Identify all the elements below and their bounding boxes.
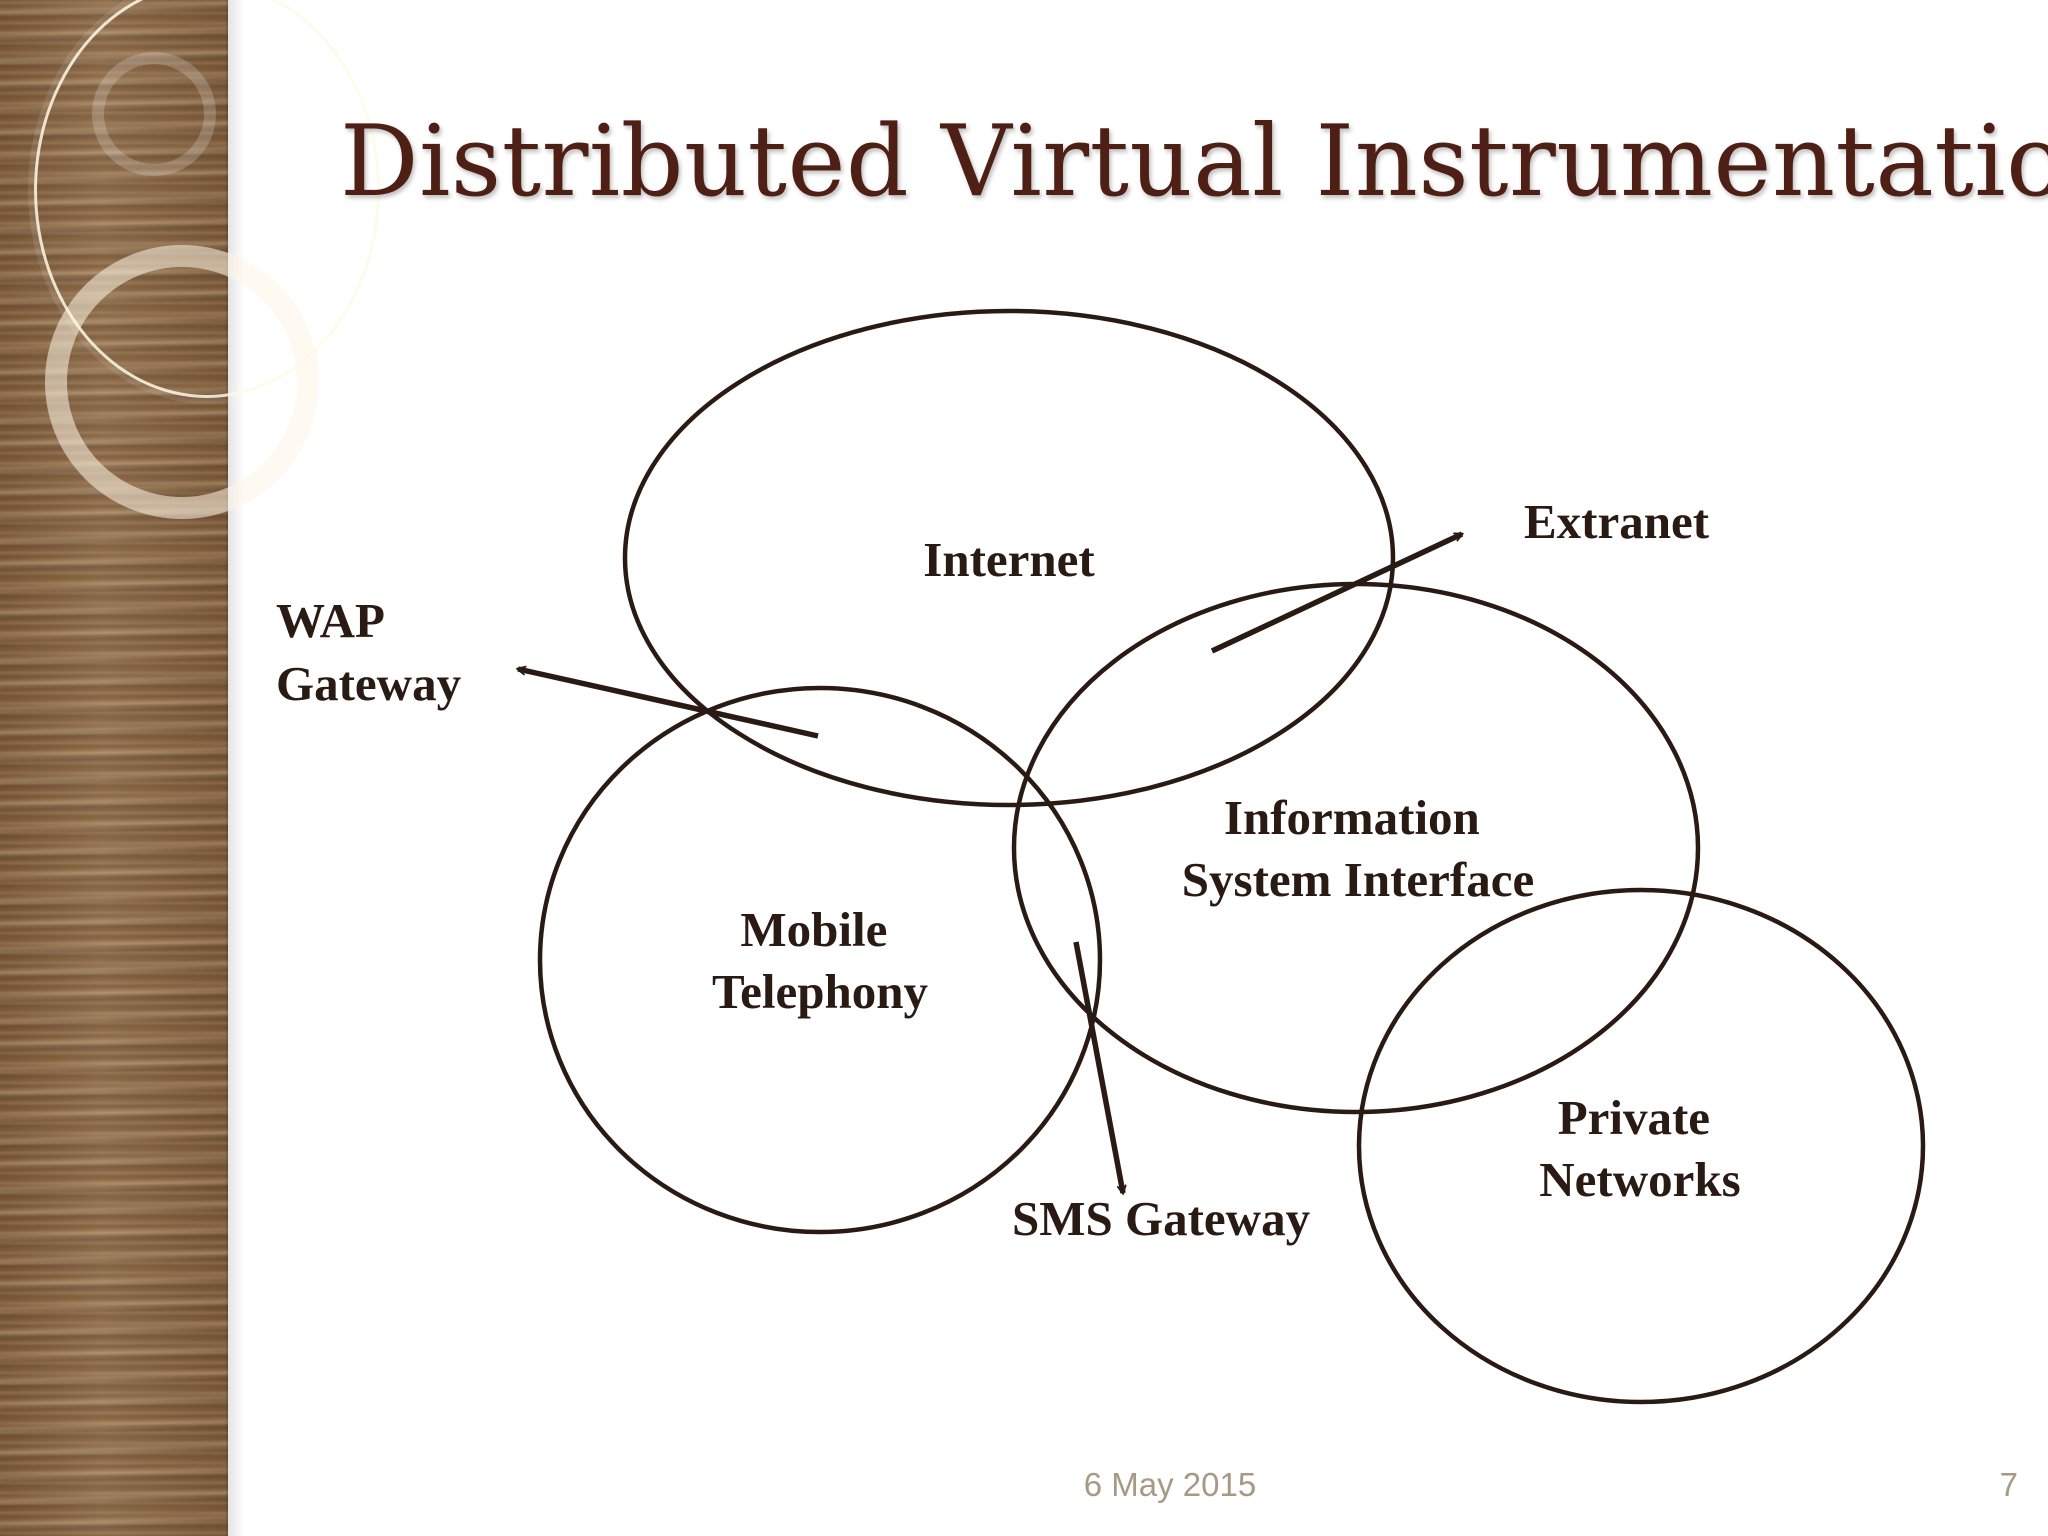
sidebar-shadow [226,0,244,1536]
page-number: 7 [1999,1466,2018,1503]
circle-internet [622,308,1396,808]
label-information-system-interface: Information System Interface [1182,790,1534,907]
arrow-wap-gateway [516,665,819,739]
label-sms-gateway: SMS Gateway [1012,1191,1311,1246]
slide-title: Distributed Virtual Instrumentation [340,105,2048,219]
arrow-sms-gateway [1073,941,1127,1195]
label-extranet: Extranet [1524,494,1710,549]
label-wap-gateway: WAP Gateway [276,593,462,711]
label-mobile-telephony: Mobile Telephony [712,902,929,1019]
label-private-networks: Private Networks [1539,1090,1740,1207]
circle-mobile-telephony [537,685,1103,1235]
footer-date: 6 May 2015 [1083,1466,1257,1503]
circle-private-networks [1356,887,1926,1405]
label-internet: Internet [923,532,1095,587]
arrow-extranet [1210,531,1464,654]
